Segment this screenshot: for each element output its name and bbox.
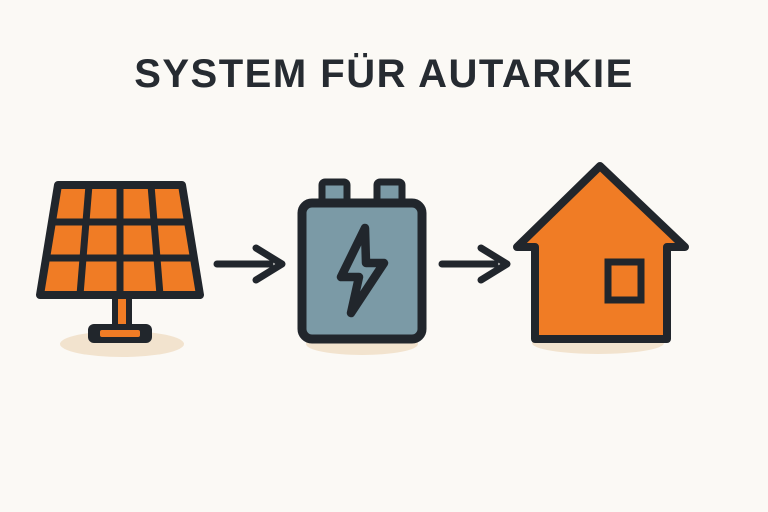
battery-icon bbox=[297, 178, 427, 355]
page-title: SYSTEM FÜR AUTARKIE bbox=[134, 52, 634, 96]
battery-body bbox=[297, 198, 427, 344]
house-body bbox=[513, 162, 689, 343]
house-step bbox=[495, 150, 710, 360]
solar-panel-base-stripe bbox=[100, 330, 140, 337]
solar-panel-icon bbox=[36, 181, 204, 357]
connector-solar-to-battery bbox=[212, 243, 292, 285]
lightning-bolt-icon bbox=[336, 223, 389, 318]
solar-panel-grid bbox=[46, 184, 194, 296]
connector-battery-to-house bbox=[437, 243, 517, 285]
battery-step bbox=[280, 170, 460, 360]
arrow-right-icon bbox=[213, 244, 286, 284]
solar-panel-step bbox=[30, 160, 230, 360]
house-icon bbox=[513, 162, 689, 354]
arrow-right-icon bbox=[438, 244, 511, 284]
house-window bbox=[604, 258, 645, 304]
